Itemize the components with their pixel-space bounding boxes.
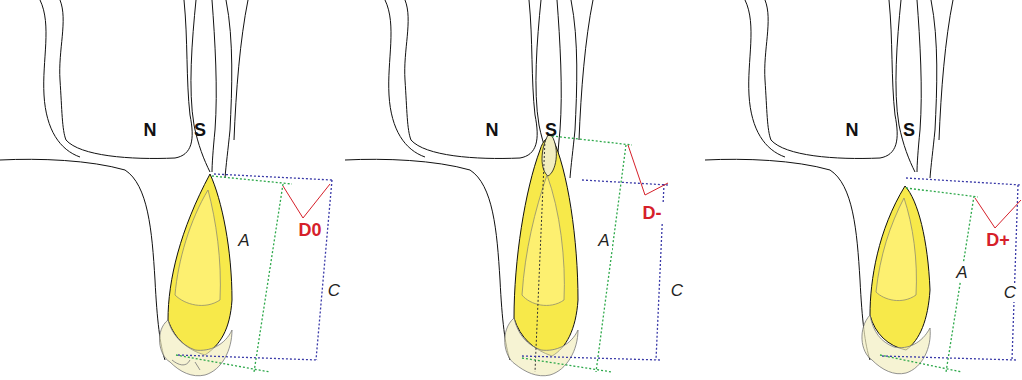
region-label: N <box>844 120 861 140</box>
region-label: S <box>543 120 559 140</box>
region-label: S <box>192 120 208 140</box>
angle-label: D- <box>641 203 664 223</box>
region-label: N <box>484 120 501 140</box>
region-label: S <box>901 120 917 140</box>
dimension-label: C <box>326 281 342 300</box>
dimension-label: A <box>236 231 251 250</box>
dimension-label: C <box>669 281 685 300</box>
angle-label: D0 <box>296 220 323 240</box>
angle-label: D+ <box>984 230 1012 250</box>
region-label: N <box>142 120 159 140</box>
dimension-label: C <box>1002 283 1018 302</box>
dimension-label: A <box>954 263 969 282</box>
dimension-label: A <box>596 231 611 250</box>
